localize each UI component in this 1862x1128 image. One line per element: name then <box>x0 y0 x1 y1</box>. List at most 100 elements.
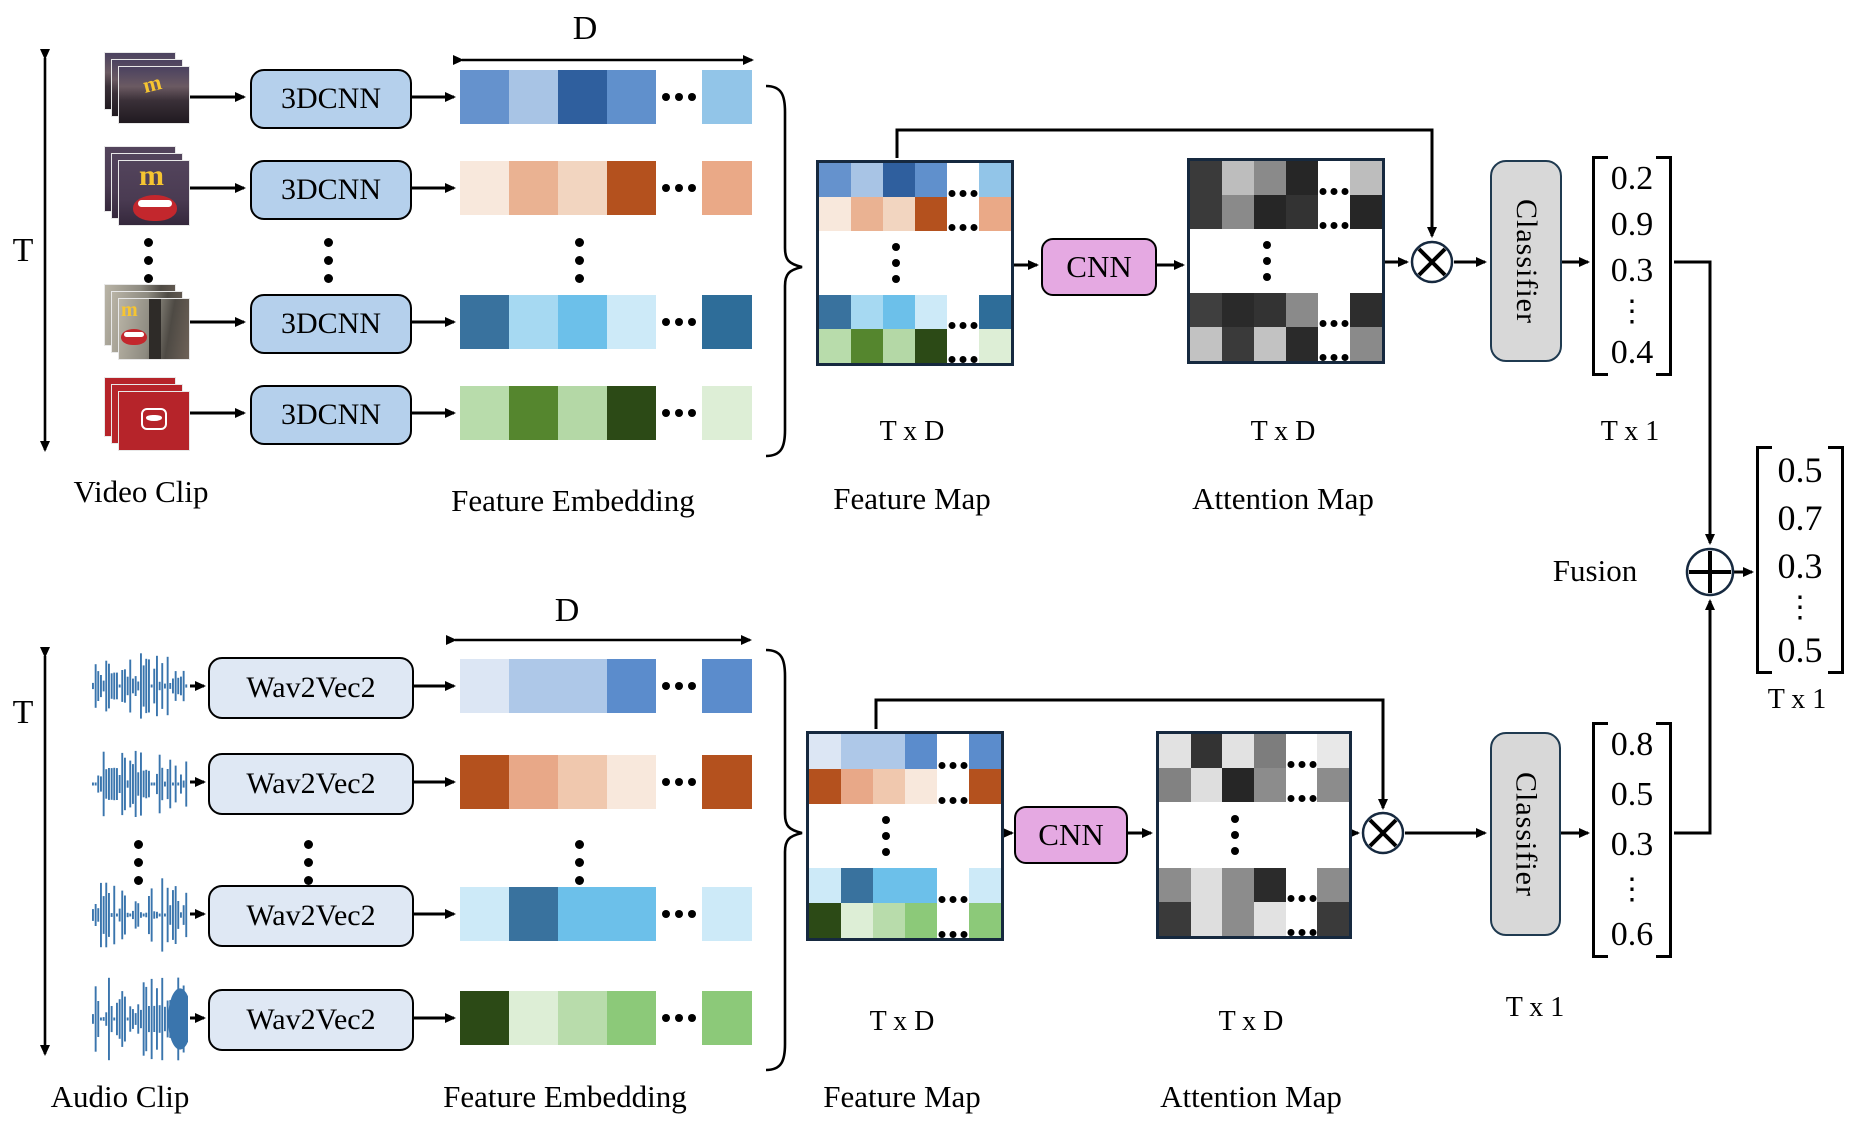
embedding-cell <box>509 295 558 349</box>
map-cell <box>1350 161 1382 195</box>
mouth-graphic <box>121 329 147 345</box>
map-row-ellipsis <box>1285 768 1318 802</box>
audio-classifier-label: Classifier <box>1509 771 1543 897</box>
map-cell <box>1190 293 1222 327</box>
video-encoder-box: 3DCNN <box>250 160 412 220</box>
vector-value: 0.6 <box>1610 916 1654 953</box>
map-cell <box>1254 902 1286 936</box>
audio-attention-map-dim: T x D <box>1218 1006 1284 1037</box>
video-classifier-box: Classifier <box>1490 160 1562 362</box>
map-row <box>1159 902 1350 936</box>
video-embedding-label: Feature Embedding <box>451 483 695 518</box>
map-row-ellipsis <box>937 769 969 804</box>
embedding-cell <box>702 386 752 440</box>
map-row-ellipsis <box>1285 868 1318 902</box>
golden-arches-icon: m <box>140 69 164 98</box>
audio-multiply-icon <box>1361 811 1405 855</box>
video-vector-to-fusion-line <box>1674 260 1715 545</box>
map-cell <box>883 295 915 329</box>
video-clip-thumbnail: m <box>104 284 190 360</box>
map-cell <box>873 868 905 903</box>
embedding-cell <box>702 991 752 1045</box>
audio-clip-label: Audio Clip <box>50 1079 190 1114</box>
fusion-label: Fusion <box>1552 553 1638 588</box>
map-cell <box>905 868 937 903</box>
golden-arches-icon: m <box>121 299 138 321</box>
map-cell <box>809 903 841 938</box>
embedding-cell <box>460 161 509 215</box>
embedding-cell <box>558 295 607 349</box>
audio-encoder-box: Wav2Vec2 <box>208 657 414 719</box>
map-cell <box>979 163 1011 197</box>
row-ellipsis <box>656 910 702 918</box>
map-cell <box>1159 768 1191 802</box>
audio-cnn-label: CNN <box>1038 817 1104 852</box>
embedding-cell <box>509 887 558 941</box>
map-cell <box>819 163 851 197</box>
video-time-axis-label: T <box>12 232 34 269</box>
map-cell <box>1222 734 1255 768</box>
map-cell <box>1222 161 1254 195</box>
video-clip-thumbnail: m <box>104 146 190 226</box>
audio-feature-map <box>806 731 1004 941</box>
video-encoder-label: 3DCNN <box>280 307 381 340</box>
map-row-ellipsis <box>937 903 969 938</box>
embedding-cell <box>460 991 509 1045</box>
embedding-cell <box>607 386 656 440</box>
video-attention-map-label: Attention Map <box>1192 481 1374 516</box>
map-cell <box>883 163 915 197</box>
map-cell <box>883 197 915 231</box>
video-clip-thumbnail <box>104 377 190 451</box>
map-cell <box>1286 195 1318 229</box>
map-cell <box>979 197 1011 231</box>
audio-feature-map-dim: T x D <box>869 1006 935 1037</box>
audio-embedding-label: Feature Embedding <box>443 1079 687 1114</box>
vector-value: 0.8 <box>1610 726 1654 763</box>
video-encoder-box: 3DCNN <box>250 294 412 354</box>
map-row <box>1190 195 1382 229</box>
vector-ellipsis: ⋮ <box>1785 591 1815 624</box>
audio-embedding-row <box>460 887 752 941</box>
video-feature-map-dim: T x D <box>879 416 945 447</box>
map-cell <box>1222 293 1254 327</box>
audio-skip-connection <box>874 698 1388 810</box>
map-cell <box>1317 902 1350 936</box>
map-cell <box>841 903 873 938</box>
video-feature-map <box>816 160 1014 366</box>
map-cell <box>1286 293 1318 327</box>
video-clip-label: Video Clip <box>73 474 209 509</box>
map-cell <box>905 903 937 938</box>
map-row <box>809 868 1001 903</box>
map-row <box>1190 161 1382 195</box>
map-cell <box>819 295 851 329</box>
video-embedding-brace <box>765 84 803 458</box>
embedding-cell <box>607 70 656 124</box>
video-embedding-ellipsis <box>575 238 584 283</box>
map-row-ellipsis <box>937 734 969 769</box>
video-encoder-ellipsis <box>324 238 333 283</box>
map-row-ellipsis <box>1318 161 1350 195</box>
map-row-ellipsis <box>1285 734 1318 768</box>
map-cell <box>915 163 947 197</box>
video-multiply-icon <box>1410 240 1454 284</box>
map-row-ellipsis <box>947 329 979 363</box>
vector-value: 0.7 <box>1777 498 1823 538</box>
video-embedding-row <box>460 295 752 349</box>
map-cell <box>841 734 873 769</box>
map-cell <box>1190 868 1223 902</box>
map-cell <box>905 734 937 769</box>
map-cell <box>969 734 1001 769</box>
vector-value: 0.3 <box>1777 546 1823 586</box>
audio-encoder-box: Wav2Vec2 <box>208 885 414 947</box>
map-cell <box>1190 902 1223 936</box>
vector-value: 0.5 <box>1777 450 1823 490</box>
embedding-cell <box>460 659 509 713</box>
audio-embedding-row <box>460 755 752 809</box>
vector-value: 0.4 <box>1610 334 1654 371</box>
map-cell <box>873 734 905 769</box>
embedding-cell <box>460 887 509 941</box>
audio-encoder-label: Wav2Vec2 <box>246 767 376 800</box>
